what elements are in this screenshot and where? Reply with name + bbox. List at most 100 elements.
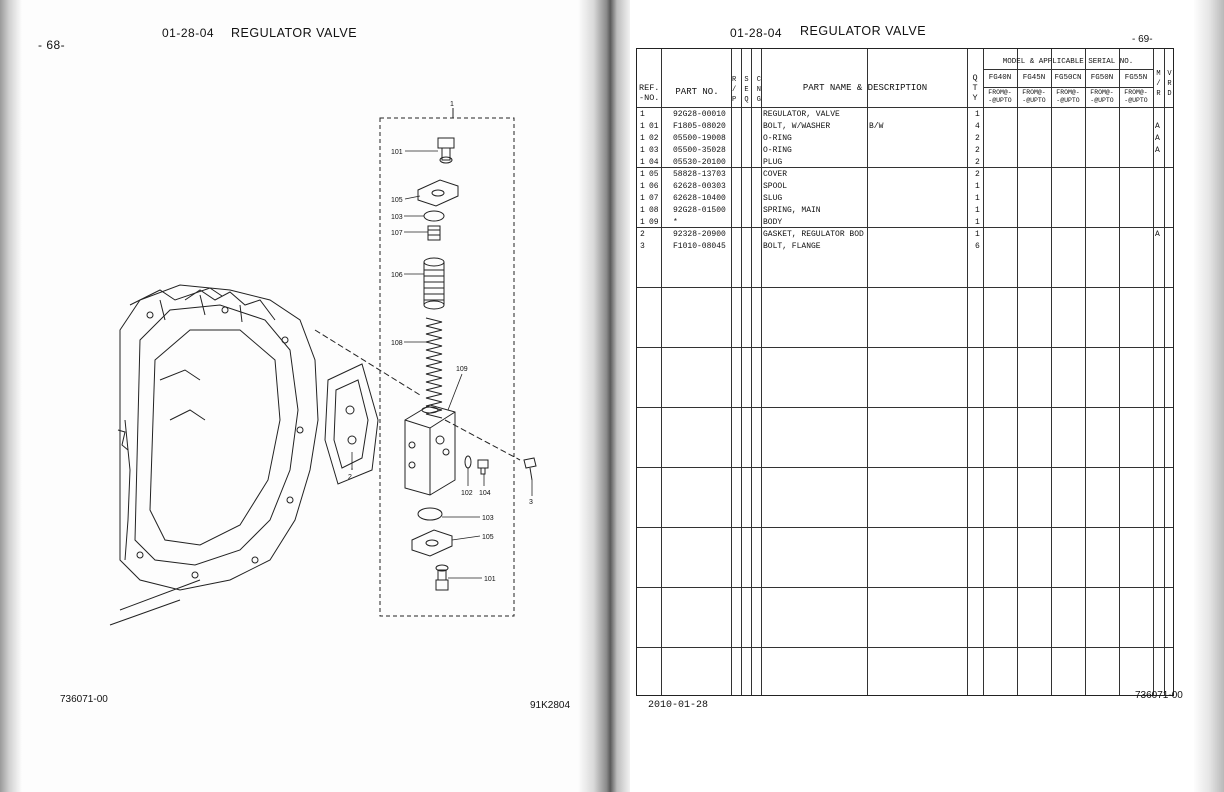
cell-qty: 2: [975, 146, 980, 155]
cell-sub: 02: [649, 134, 659, 143]
header-model: FG40N: [988, 74, 1012, 82]
oring-small-part: [464, 455, 472, 469]
cell-sub: 01: [649, 122, 659, 131]
cell-ref: 1: [640, 170, 645, 179]
section-title: REGULATOR VALVE: [231, 26, 358, 40]
cell-ref: 1: [640, 182, 645, 191]
cell-name: PLUG: [763, 158, 783, 167]
footer-date: 2010-01-28: [648, 700, 709, 711]
section-code: 01-28-04: [162, 26, 215, 40]
cell-desc: B/W: [869, 122, 884, 131]
cell-ref: 1: [640, 158, 645, 167]
page-edge-shadow: [0, 0, 22, 792]
cell-sub: 03: [649, 146, 659, 155]
cell-name: O-RING: [763, 134, 792, 143]
cell-sub: 08: [649, 206, 659, 215]
cell-name: SPRING, MAIN: [763, 206, 821, 215]
cell-part: 05500-35028: [673, 146, 726, 155]
exploded-parts-diagram: 1 101 105 103 107 106 108 109 2 102 104 …: [109, 101, 537, 626]
slug-part: [427, 225, 441, 241]
cell-part: F1805-08020: [673, 122, 726, 131]
cell-name: O-RING: [763, 146, 792, 155]
cell-part: 05500-19008: [673, 134, 726, 143]
page-number: - 68-: [38, 38, 66, 52]
cell-ref: 3: [640, 242, 645, 251]
header-model: FG55N: [1124, 74, 1148, 82]
oring-top-part: [423, 210, 445, 222]
cell-qty: 2: [975, 170, 980, 179]
callout-label: 3: [529, 499, 533, 506]
cell-qty: 4: [975, 122, 980, 131]
cell-qty: 2: [975, 134, 980, 143]
assembly-boundary-box: [379, 117, 515, 617]
section-title-right: REGULATOR VALVE: [800, 24, 927, 38]
cell-qty: 1: [975, 206, 980, 215]
bolt-bottom-part: [435, 564, 449, 591]
cell-sub: 07: [649, 194, 659, 203]
header-model: FG50N: [1090, 74, 1114, 82]
cell-vrd: A: [1155, 134, 1160, 143]
cell-name: BOLT, FLANGE: [763, 242, 821, 251]
callout-label: 103: [391, 214, 403, 221]
header-ref: REF.-NO.: [639, 83, 660, 103]
cell-name: SLUG: [763, 194, 783, 203]
cell-qty: 1: [975, 182, 980, 191]
transmission-housing: [109, 284, 319, 626]
valve-body-part: [404, 404, 456, 496]
section-code-right: 01-28-04: [730, 26, 783, 40]
callout-label: 101: [484, 576, 496, 583]
bolt-top-part: [437, 137, 455, 164]
page-number-right: - 69-: [1132, 34, 1153, 45]
cell-part: *: [673, 218, 678, 227]
cell-name: REGULATOR, VALVE: [763, 110, 840, 119]
page-edge-shadow: [1194, 0, 1224, 792]
cell-part: 05530-20100: [673, 158, 726, 167]
cell-ref: 1: [640, 206, 645, 215]
callout-label: 107: [391, 230, 403, 237]
cell-part: 92G28-01500: [673, 206, 726, 215]
cell-qty: 2: [975, 158, 980, 167]
cell-part: 62628-10400: [673, 194, 726, 203]
cover-top-part: [417, 179, 459, 207]
cell-ref: 1: [640, 122, 645, 131]
cell-sub: 04: [649, 158, 659, 167]
callout-label: 1: [450, 101, 454, 108]
header-part-no: PART NO.: [675, 87, 719, 97]
cell-qty: 1: [975, 110, 980, 119]
cell-sub: 06: [649, 182, 659, 191]
header-model-group: MODEL & APPLICABLE SERIAL NO.: [1002, 58, 1134, 66]
cell-name: SPOOL: [763, 182, 788, 191]
cell-name: BOLT, W/WASHER: [763, 122, 831, 131]
header-serial-range: FROM@- -@UPTO: [1022, 89, 1046, 104]
gasket-part: [324, 363, 379, 485]
callout-label: 106: [391, 272, 403, 279]
cell-part: F1010-08045: [673, 242, 726, 251]
header-serial-range: FROM@- -@UPTO: [1056, 89, 1080, 104]
cell-part: 92328-20900: [673, 230, 726, 239]
cell-ref: 1: [640, 218, 645, 227]
oring-bottom-part: [417, 507, 443, 521]
callout-label: 2: [348, 474, 352, 481]
cell-vrd: A: [1155, 122, 1160, 131]
right-page: [610, 0, 1224, 792]
header-serial-range: FROM@- -@UPTO: [1124, 89, 1148, 104]
header-model: FG50CN: [1054, 74, 1082, 82]
cover-bottom-part: [411, 529, 453, 557]
cell-qty: 6: [975, 242, 980, 251]
cell-sub: 05: [649, 170, 659, 179]
plug-part: [477, 459, 489, 475]
header-mr: M/R: [1156, 70, 1161, 98]
callout-label: 109: [456, 366, 468, 373]
cell-ref: 1: [640, 134, 645, 143]
callout-label: 101: [391, 149, 403, 156]
callout-label: 105: [482, 534, 494, 541]
left-page: - 68- 01-28-04 REGULATOR VALVE: [0, 0, 600, 792]
header-serial-range: FROM@- -@UPTO: [988, 89, 1012, 104]
cell-qty: 1: [975, 230, 980, 239]
callout-label: 104: [479, 490, 491, 497]
cell-qty: 1: [975, 194, 980, 203]
